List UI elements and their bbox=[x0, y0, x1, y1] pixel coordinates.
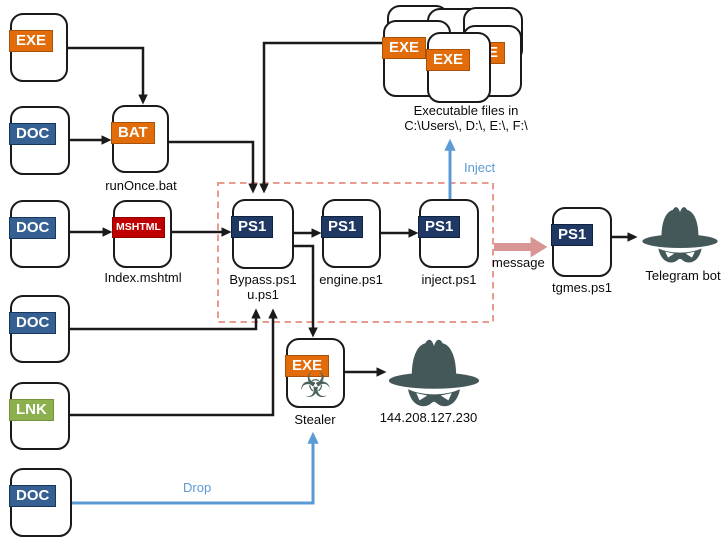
node-caption: C:\Users\, D:\, E:\, F:\ bbox=[404, 118, 528, 133]
node-caption: tgmes.ps1 bbox=[552, 280, 612, 295]
edge-lnk-to-ups1 bbox=[70, 308, 278, 417]
node-exe-stack-front: EXE bbox=[426, 32, 491, 103]
mshtml-badge: MSHTML bbox=[112, 217, 165, 238]
ps1-badge: PS1 bbox=[418, 216, 461, 238]
node-caption: Telegram bot bbox=[645, 268, 721, 283]
edge-stack-to-bypass bbox=[259, 41, 390, 194]
node-runonce-bat: BAT bbox=[111, 105, 169, 173]
node-index-mshtml: MSHTML bbox=[112, 200, 172, 268]
edge-bat-to-bypass bbox=[169, 140, 258, 194]
edge-bypass-to-stealer bbox=[294, 244, 318, 338]
exe-badge: EXE bbox=[426, 49, 471, 71]
node-caption: Executable files in bbox=[413, 103, 519, 118]
node-caption: Index.mshtml bbox=[104, 270, 182, 285]
exe-badge: EXE bbox=[382, 37, 427, 59]
spy-icon bbox=[388, 339, 480, 407]
node-tgmes-ps1: PS1 bbox=[551, 207, 612, 277]
exe-badge: EXE bbox=[285, 355, 330, 377]
node-engine-ps1: PS1 bbox=[321, 199, 381, 268]
node-doc-2: DOC bbox=[9, 200, 70, 268]
edge-exe-to-bat bbox=[68, 46, 148, 105]
node-caption: Stealer bbox=[294, 412, 336, 427]
edge-label-message: message bbox=[492, 255, 545, 270]
node-caption: inject.ps1 bbox=[421, 272, 477, 287]
edge-label-inject: Inject bbox=[464, 160, 496, 175]
spy-icon bbox=[642, 207, 718, 263]
ps1-badge: PS1 bbox=[321, 216, 364, 238]
node-bypass-ps1: PS1 bbox=[231, 199, 294, 269]
doc-badge: DOC bbox=[9, 217, 57, 239]
node-doc-4: DOC bbox=[9, 468, 72, 537]
edge-doc4-drop-stealer bbox=[72, 431, 319, 505]
exe-badge: EXE bbox=[9, 30, 54, 52]
dashed-stage-box bbox=[217, 182, 494, 323]
node-caption: runOnce.bat bbox=[105, 178, 177, 193]
node-caption: Bypass.ps1 bbox=[229, 272, 297, 287]
edge-label-drop: Drop bbox=[183, 480, 212, 495]
bat-badge: BAT bbox=[111, 122, 155, 144]
node-caption: engine.ps1 bbox=[319, 272, 383, 287]
node-doc-3: DOC bbox=[9, 295, 70, 363]
doc-badge: DOC bbox=[9, 123, 57, 145]
doc-badge: DOC bbox=[9, 485, 57, 507]
edge-doc3-to-ups1 bbox=[70, 308, 261, 331]
node-doc-1: DOC bbox=[9, 106, 70, 175]
lnk-badge: LNK bbox=[9, 399, 54, 421]
ps1-badge: PS1 bbox=[551, 224, 594, 246]
node-lnk: LNK bbox=[9, 382, 70, 450]
node-stealer-exe: EXE ☣ bbox=[285, 338, 345, 408]
ps1-badge: PS1 bbox=[231, 216, 274, 238]
node-caption: u.ps1 bbox=[247, 287, 279, 302]
node-inject-ps1: PS1 bbox=[418, 199, 479, 268]
biohazard-icon: ☣ bbox=[299, 364, 332, 405]
node-caption: 144.208.127.230 bbox=[379, 410, 478, 425]
doc-badge: DOC bbox=[9, 312, 57, 334]
node-exe-dropper: EXE bbox=[9, 13, 68, 82]
